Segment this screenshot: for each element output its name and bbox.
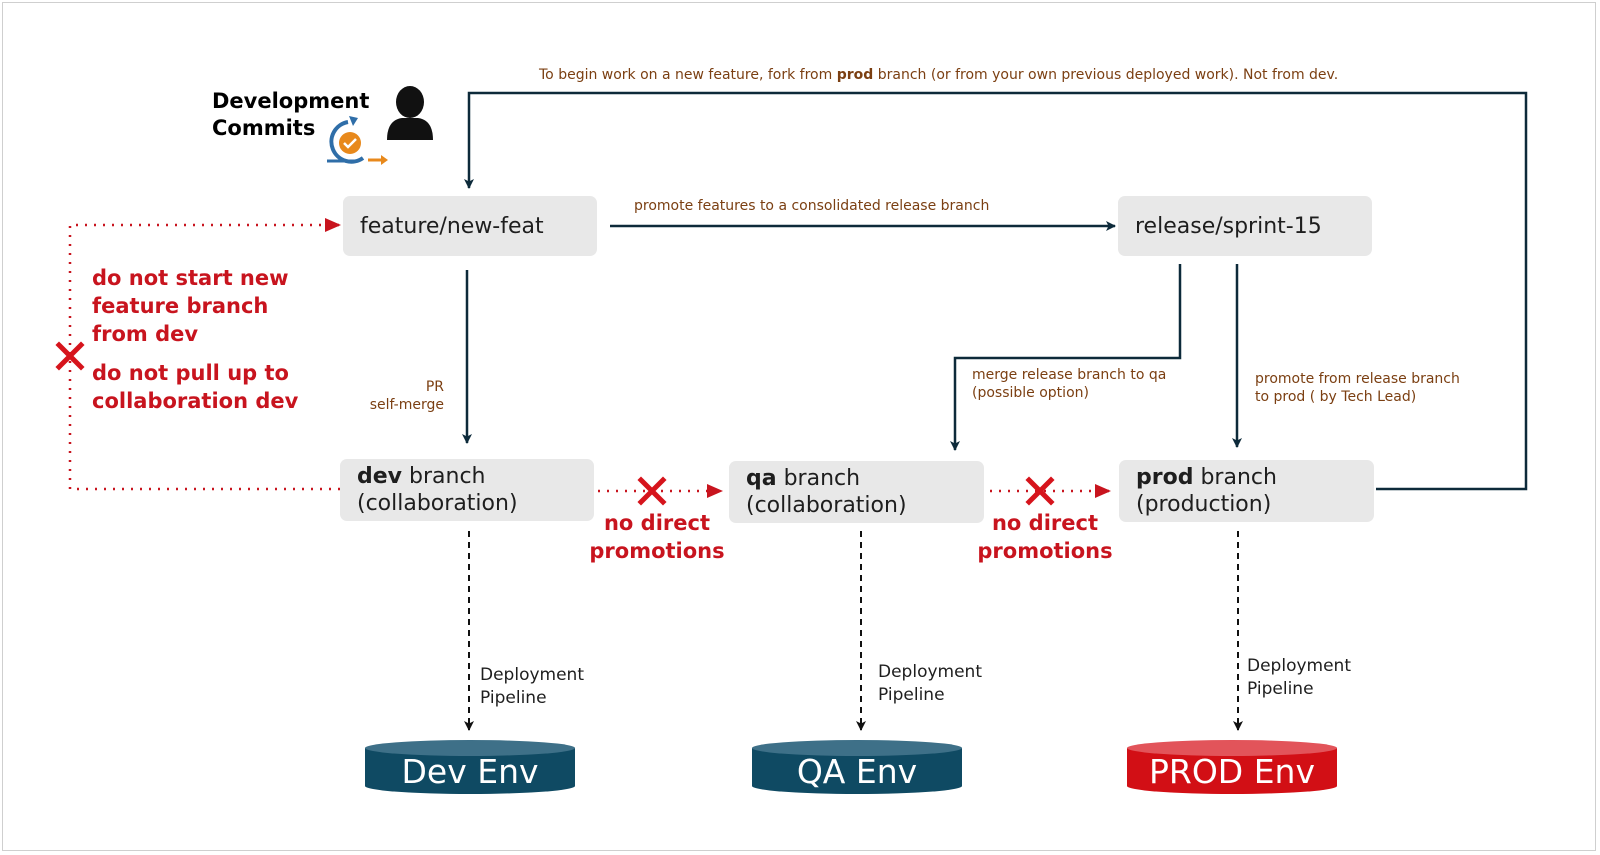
prod-env-label: PROD Env [1149, 752, 1315, 791]
release-branch-label: release/sprint-15 [1135, 213, 1322, 239]
release-branch-node[interactable]: release/sprint-15 [1118, 196, 1372, 256]
prod-branch-sublabel: (production) [1136, 492, 1272, 517]
qa-pipeline-label: Deployment Pipeline [878, 661, 982, 707]
prod-branch-label: prod branch [1136, 464, 1374, 491]
forbidden-x-icon [55, 341, 85, 371]
pipeline-line: Deployment [878, 662, 982, 682]
qa-env-label: QA Env [796, 752, 918, 791]
commit-cycle-icon [327, 116, 388, 165]
warning-line: do not pull up to [92, 361, 289, 385]
prod-env-cylinder: PROD Env [1127, 736, 1337, 800]
fork-from-prod-label: To begin work on a new feature, fork fro… [539, 66, 1338, 84]
merge-release-to-qa-label: merge release branch to qa (possible opt… [972, 366, 1166, 402]
pipeline-line: Pipeline [878, 685, 945, 705]
fork-label-bold: prod [836, 67, 874, 83]
forbidden-dev-to-feature-connector [68, 218, 341, 491]
pr-label-line: PR [425, 379, 444, 395]
merge-qa-line: merge release branch to qa [972, 367, 1167, 383]
warning-line: feature branch [92, 294, 269, 318]
warning-line: promotions [977, 539, 1113, 563]
dev-branch-name: dev [357, 464, 403, 489]
promote-prod-line: to prod ( by Tech Lead) [1255, 389, 1417, 405]
development-commits-title: Development Commits [212, 88, 369, 142]
pipeline-line: Pipeline [480, 688, 547, 708]
fork-from-prod-connector [464, 91, 1528, 491]
do-not-pull-warning: do not pull up to collaboration dev [92, 359, 298, 415]
warning-line: promotions [589, 539, 725, 563]
feature-branch-node[interactable]: feature/new-feat [343, 196, 597, 256]
do-not-start-warning: do not start new feature branch from dev [92, 264, 289, 348]
qa-branch-name: qa [746, 466, 777, 491]
forbidden-x-icon [637, 476, 667, 506]
qa-branch-sublabel: (collaboration) [746, 493, 907, 518]
dev-branch-suffix: branch [402, 464, 486, 489]
promote-release-label: promote features to a consolidated relea… [634, 198, 990, 214]
pr-label-line: self-merge [369, 397, 444, 413]
merge-qa-line: (possible option) [972, 385, 1089, 401]
merge-release-to-qa-arrow [950, 264, 1182, 451]
qa-branch-label: qa branch [746, 465, 984, 492]
promote-to-prod-label: promote from release branch to prod ( by… [1255, 370, 1460, 406]
pipeline-line: Deployment [1247, 656, 1351, 676]
warning-line: do not start new [92, 266, 289, 290]
cylinder-top [1127, 740, 1337, 756]
prod-branch-suffix: branch [1193, 465, 1277, 490]
pipeline-line: Pipeline [1247, 679, 1314, 699]
feature-branch-label: feature/new-feat [360, 213, 544, 239]
qa-env-cylinder: QA Env [752, 736, 962, 800]
warning-line: no direct [603, 511, 710, 535]
dev-env-label: Dev Env [401, 752, 539, 791]
dev-pipeline-label: Deployment Pipeline [480, 664, 584, 710]
fork-label-post: branch (or from your own previous deploy… [873, 67, 1339, 83]
dev-branch-label: dev branch [357, 463, 594, 490]
prod-pipeline-label: Deployment Pipeline [1247, 655, 1351, 701]
no-direct-promotions-warning: no direct promotions [582, 509, 732, 565]
cylinder-top [752, 740, 962, 756]
pr-self-merge-label: PR self-merge [340, 378, 444, 414]
qa-branch-suffix: branch [776, 466, 861, 491]
dev-branch-node[interactable]: dev branch (collaboration) [340, 459, 594, 521]
warning-line: collaboration dev [92, 389, 299, 413]
prod-branch-node[interactable]: prod branch (production) [1119, 460, 1374, 522]
qa-branch-node[interactable]: qa branch (collaboration) [729, 461, 984, 523]
prod-branch-name: prod [1136, 465, 1194, 490]
cylinder-top [365, 740, 575, 756]
user-icon [387, 86, 433, 140]
promote-prod-line: promote from release branch [1255, 371, 1460, 387]
no-direct-promotions-warning: no direct promotions [970, 509, 1120, 565]
warning-line: no direct [991, 511, 1098, 535]
dev-branch-sublabel: (collaboration) [357, 491, 518, 516]
dev-env-cylinder: Dev Env [365, 736, 575, 800]
warning-line: from dev [92, 322, 199, 346]
pipeline-line: Deployment [480, 665, 584, 685]
title-line: Development [212, 89, 370, 113]
forbidden-x-icon [1025, 476, 1055, 506]
title-line: Commits [212, 116, 316, 140]
fork-label-pre: To begin work on a new feature, fork fro… [539, 67, 837, 83]
